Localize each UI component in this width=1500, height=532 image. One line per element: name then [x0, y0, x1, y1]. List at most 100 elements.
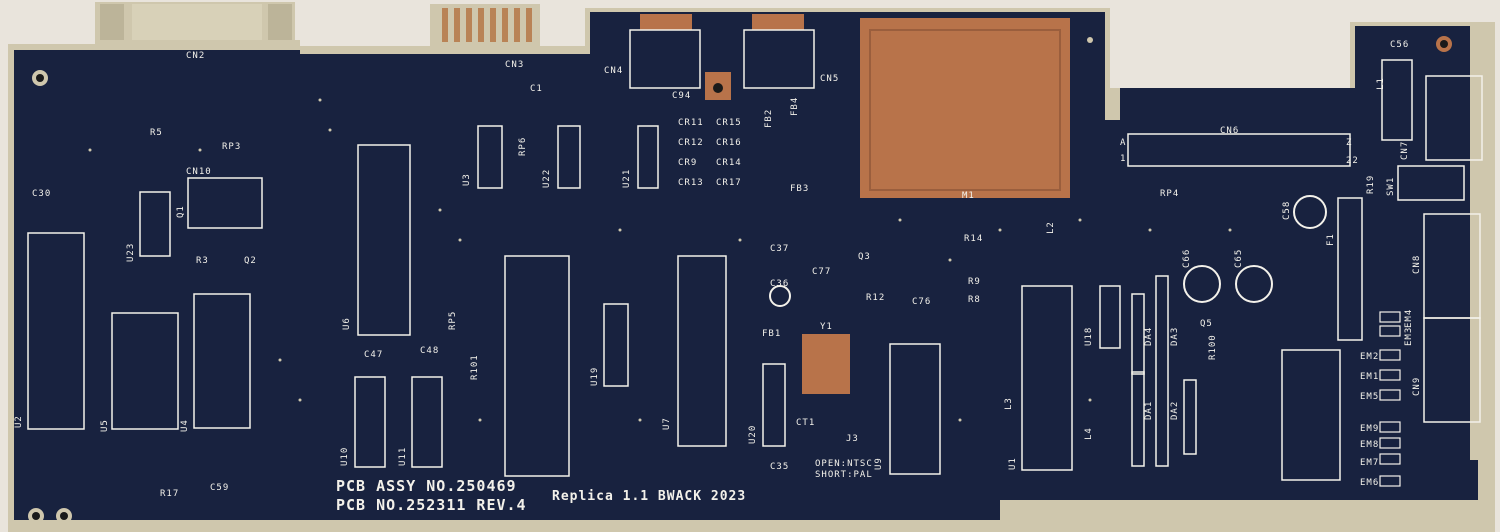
ref-l1: L1	[1376, 77, 1386, 90]
ref-f1: F1	[1326, 233, 1336, 246]
pcb-number-label: PCB NO.252311 REV.4	[336, 496, 527, 514]
ref-fb4: FB4	[790, 96, 800, 116]
ic-u3	[477, 125, 503, 189]
ref-l2: L2	[1046, 221, 1056, 234]
ref-c58: C58	[1282, 200, 1292, 220]
ref-r100: R100	[1208, 334, 1218, 360]
ref-u21: U21	[622, 168, 632, 188]
ref-u2: U2	[14, 415, 24, 428]
ref-r19: R19	[1366, 174, 1376, 194]
ic-u21	[637, 125, 659, 189]
ref-em4: EM4	[1404, 308, 1414, 328]
ic-u4	[193, 293, 251, 429]
ic-da4	[1131, 293, 1145, 375]
ref-cn6-22: 22	[1346, 156, 1359, 166]
ref-cr16: CR16	[716, 138, 742, 148]
ref-u23: U23	[126, 242, 136, 262]
ref-em5: EM5	[1360, 392, 1380, 402]
ic-u7b	[677, 255, 727, 447]
cap-c58	[1293, 195, 1327, 229]
ref-c47: C47	[364, 350, 384, 360]
ref-u5: U5	[100, 419, 110, 432]
replica-label: Replica 1.1 BWACK 2023	[552, 489, 747, 504]
ref-rp6: RP6	[518, 136, 528, 156]
din-connector-cn4	[629, 14, 701, 89]
ref-u4: U4	[180, 419, 190, 432]
ic-u2	[27, 232, 85, 430]
ref-c59: C59	[210, 483, 230, 493]
ref-cr9: CR9	[678, 158, 698, 168]
ref-da2: DA2	[1170, 400, 1180, 420]
ref-c48: C48	[420, 346, 440, 356]
ref-rp3: RP3	[222, 142, 242, 152]
ref-u22: U22	[542, 168, 552, 188]
ref-rp4: RP4	[1160, 189, 1180, 199]
ref-em1: EM1	[1360, 372, 1380, 382]
user-port-edge-connector	[430, 4, 540, 46]
ref-da4: DA4	[1144, 326, 1154, 346]
ref-fb3: FB3	[790, 184, 810, 194]
ic-u1	[1021, 285, 1073, 471]
ref-cn10: CN10	[186, 167, 212, 177]
ic-u23	[139, 191, 171, 257]
ref-c94: C94	[672, 91, 692, 101]
ic-cn7	[1425, 75, 1483, 161]
ref-l4: L4	[1084, 427, 1094, 440]
ref-c65: C65	[1234, 248, 1244, 268]
ref-da3: DA3	[1170, 326, 1180, 346]
solder-mask	[14, 12, 1478, 520]
ref-c1: C1	[530, 84, 543, 94]
ref-ct1: CT1	[796, 418, 816, 428]
ref-u9: U9	[874, 457, 884, 470]
ref-cn3: CN3	[505, 60, 525, 70]
ref-y1: Y1	[820, 322, 833, 332]
din-connector-cn5	[743, 14, 815, 89]
pcb-assy-label: PCB ASSY NO.250469	[336, 477, 517, 495]
ic-da2	[1183, 379, 1197, 455]
ref-em7: EM7	[1360, 458, 1380, 468]
ref-cn6: CN6	[1220, 126, 1240, 136]
ic-da1	[1131, 371, 1145, 467]
ic-power-module	[1281, 349, 1341, 481]
rf-shield-pad	[860, 18, 1070, 198]
ref-r17: R17	[160, 489, 180, 499]
ic-f1	[1337, 197, 1363, 341]
ref-da1: DA1	[1144, 400, 1154, 420]
ref-cn4: CN4	[604, 66, 624, 76]
ic-u10	[354, 376, 386, 468]
ref-c77: C77	[812, 267, 832, 277]
crystal-y1	[802, 334, 850, 394]
ref-q3: Q3	[858, 252, 871, 262]
ref-c36: C36	[770, 279, 790, 289]
ref-q1: Q1	[176, 205, 186, 218]
ic-q1-reg	[187, 177, 263, 229]
ref-r12: R12	[866, 293, 886, 303]
ref-u6: U6	[342, 317, 352, 330]
ref-u11: U11	[398, 446, 408, 466]
ref-cr14: CR14	[716, 158, 742, 168]
ic-u6	[357, 144, 411, 336]
ref-r8: R8	[968, 295, 981, 305]
ref-rp5: RP5	[448, 310, 458, 330]
ic-da3	[1155, 275, 1169, 467]
ref-sw1: SW1	[1386, 176, 1396, 196]
ref-u3: U3	[462, 173, 472, 186]
jumper-note-pal: SHORT:PAL	[815, 470, 873, 480]
ref-cn5: CN5	[820, 74, 840, 84]
ref-r9: R9	[968, 277, 981, 287]
ref-c30: C30	[32, 189, 52, 199]
ref-cn7: CN7	[1400, 140, 1410, 160]
ref-fb1: FB1	[762, 329, 782, 339]
ref-r3: R3	[196, 256, 209, 266]
ic-cn9	[1423, 317, 1481, 423]
ic-u20	[762, 363, 786, 447]
ic-u19	[603, 303, 629, 387]
ref-u20: U20	[748, 424, 758, 444]
cap-c36	[769, 285, 791, 307]
ref-u19: U19	[590, 366, 600, 386]
ref-em9: EM9	[1360, 424, 1380, 434]
ic-l1	[1381, 59, 1413, 141]
ref-u18: U18	[1084, 326, 1094, 346]
ref-c76: C76	[912, 297, 932, 307]
